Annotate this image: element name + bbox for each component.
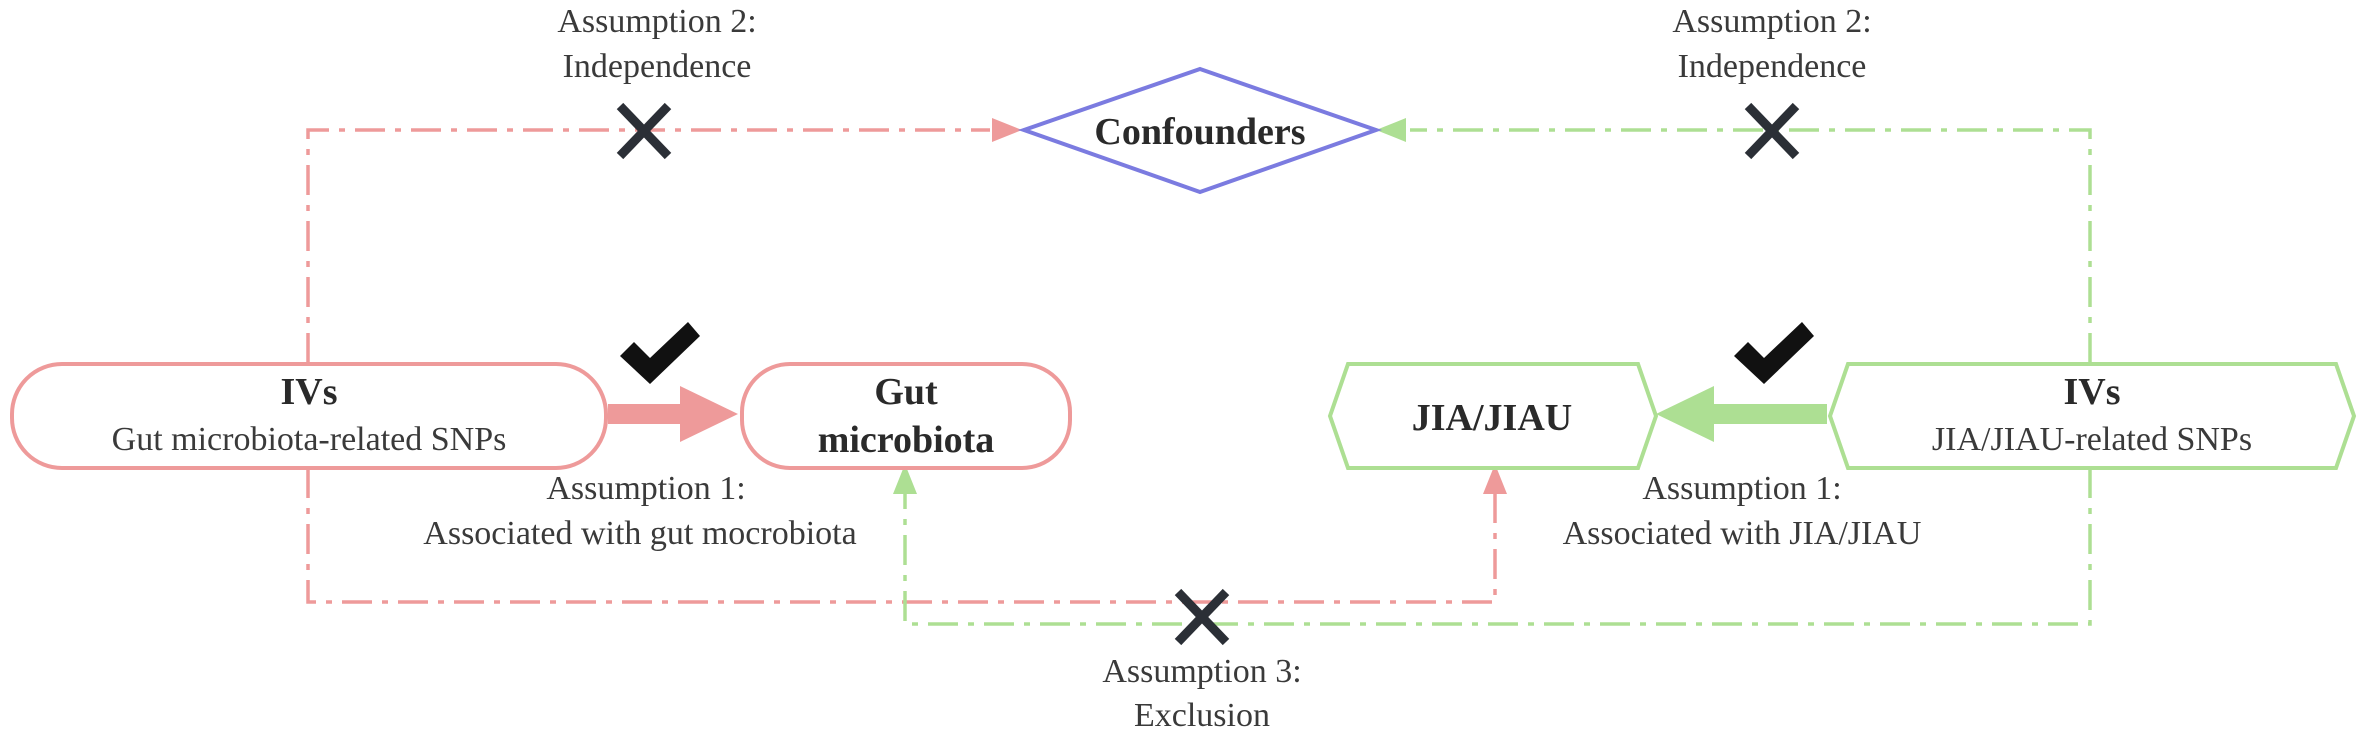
assumption2-left-line2: Independence: [563, 48, 752, 85]
gut-microbiota-line2: microbiota: [818, 419, 995, 461]
left-association-arrowhead: [680, 386, 738, 442]
check-icon: [620, 322, 700, 384]
assumption3-line2: Exclusion: [1134, 697, 1270, 732]
left-exclusion-connector: [306, 468, 1497, 604]
right-independence-arrowhead: [1376, 118, 1406, 142]
right-exclusion-arrowhead: [893, 464, 917, 494]
left-exclusion-arrowhead: [1483, 464, 1507, 494]
assumption2-left-line1: Assumption 2:: [557, 3, 756, 40]
assumption1-left-line2: Associated with gut mocrobiota: [423, 515, 856, 552]
gut-microbiota-line1: Gut: [874, 371, 938, 413]
right-association-arrowhead: [1656, 386, 1714, 442]
check-icon: [1734, 322, 1814, 384]
confounders-label: Confounders: [1094, 111, 1305, 153]
cross-icon: [1174, 588, 1230, 646]
assumption1-left-line1: Assumption 1:: [546, 470, 745, 507]
assumption1-right-line1: Assumption 1:: [1642, 470, 1841, 507]
right-exclusion-connector: [903, 468, 2092, 626]
left-association-arrow-shaft: [608, 404, 690, 424]
ivs-left-title: IVs: [280, 371, 337, 413]
right-independence-connector: [1410, 128, 2092, 363]
ivs-left-node: [10, 362, 608, 470]
confounders-node: [1017, 66, 1383, 195]
ivs-left-subtitle: Gut microbiota-related SNPs: [112, 421, 507, 458]
left-independence-connector: [306, 128, 990, 363]
assumption2-right-line2: Independence: [1678, 48, 1867, 85]
ivs-right-node: [1827, 362, 2357, 470]
cross-icon: [616, 102, 672, 160]
assumption3-line1: Assumption 3:: [1102, 653, 1301, 690]
cross-icon: [1744, 102, 1800, 160]
ivs-right-subtitle: JIA/JIAU-related SNPs: [1932, 421, 2252, 458]
jia-jiau-label: JIA/JIAU: [1412, 397, 1572, 439]
ivs-right-title: IVs: [2063, 371, 2120, 413]
left-independence-arrowhead: [992, 118, 1022, 142]
assumption1-right-line2: Associated with JIA/JIAU: [1563, 515, 1922, 552]
assumption2-right-line1: Assumption 2:: [1672, 3, 1871, 40]
right-association-arrow-shaft: [1712, 404, 1827, 424]
jia-jiau-node: [1327, 362, 1659, 470]
gut-microbiota-node: [740, 362, 1072, 470]
